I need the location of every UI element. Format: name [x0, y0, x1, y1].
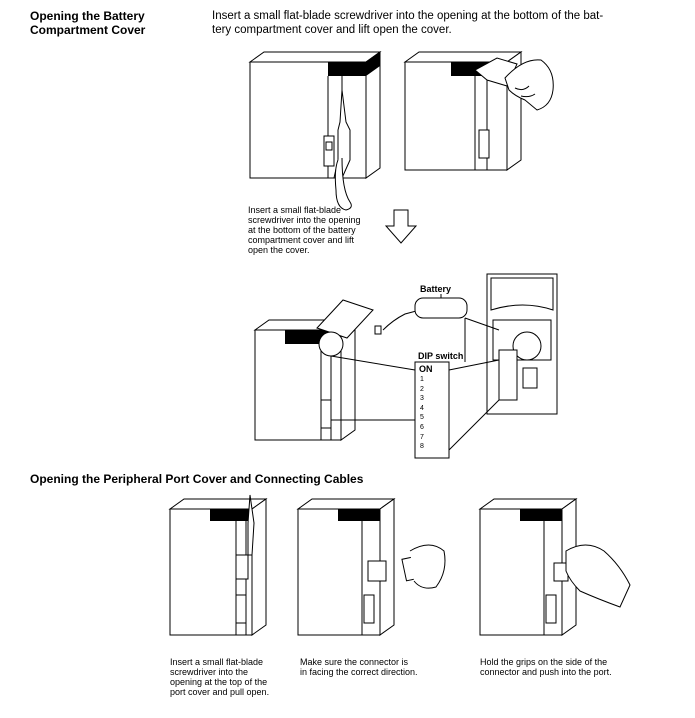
battery-step-caption: Insert a small flat-blade screwdriver in… — [248, 205, 388, 255]
caption-line: open the cover. — [248, 245, 310, 255]
caption-line: port cover and pull open. — [170, 687, 270, 697]
caption-line: Insert a small flat-blade — [170, 657, 264, 667]
dip-number: 7 — [420, 433, 424, 441]
caption-line: in facing the correct direction. — [300, 667, 418, 677]
caption-line: at the bottom of the battery — [248, 225, 356, 235]
caption-line: opening at the top of the — [170, 677, 268, 687]
dip-number: 3 — [420, 395, 424, 403]
caption-line: compartment cover and lift — [248, 235, 355, 245]
cpu-unit-lift-cover-illustration — [403, 51, 554, 171]
caption-line: Insert a small flat-blade — [248, 205, 342, 215]
dip-switch-numbers: 1 2 3 4 5 6 7 8 — [420, 375, 424, 452]
caption-line: screwdriver into the — [170, 667, 249, 677]
down-arrow-icon — [384, 209, 418, 244]
port-cover-screwdriver-illustration — [168, 494, 268, 636]
intro-line-2: tery compartment cover and lift open the… — [212, 24, 452, 36]
dip-switch-label: DIP switch — [418, 351, 464, 361]
cpu-unit-screwdriver-illustration — [248, 51, 382, 211]
caption-line: screwdriver into the opening — [248, 215, 361, 225]
dip-number: 2 — [420, 385, 424, 393]
caption-line: Hold the grips on the side of the — [480, 657, 608, 667]
dip-number: 5 — [420, 414, 424, 422]
port-caption-3: Hold the grips on the side of the connec… — [480, 657, 660, 677]
port-caption-1: Insert a small flat-blade screwdriver in… — [170, 657, 295, 697]
dip-on-label: ON — [419, 364, 433, 374]
peripheral-port-heading: Opening the Peripheral Port Cover and Co… — [30, 472, 364, 486]
battery-cover-intro: Insert a small flat-blade screwdriver in… — [212, 9, 682, 37]
caption-line: connector and push into the port. — [480, 667, 612, 677]
connector-direction-illustration — [296, 498, 446, 636]
port-caption-2: Make sure the connector is in facing the… — [300, 657, 460, 677]
dip-number: 4 — [420, 404, 424, 412]
heading-line-2: Compartment Cover — [30, 23, 146, 37]
heading-line-1: Opening the Battery — [30, 9, 145, 23]
dip-number: 8 — [420, 443, 424, 451]
battery-cover-heading: Opening the Battery Compartment Cover — [30, 9, 145, 37]
caption-line: Make sure the connector is — [300, 657, 409, 667]
dip-number: 6 — [420, 423, 424, 431]
intro-line-1: Insert a small flat-blade screwdriver in… — [212, 10, 604, 22]
push-connector-illustration — [478, 498, 631, 636]
battery-dip-switch-illustration — [253, 273, 558, 459]
battery-label: Battery — [420, 284, 452, 294]
dip-number: 1 — [420, 376, 424, 383]
